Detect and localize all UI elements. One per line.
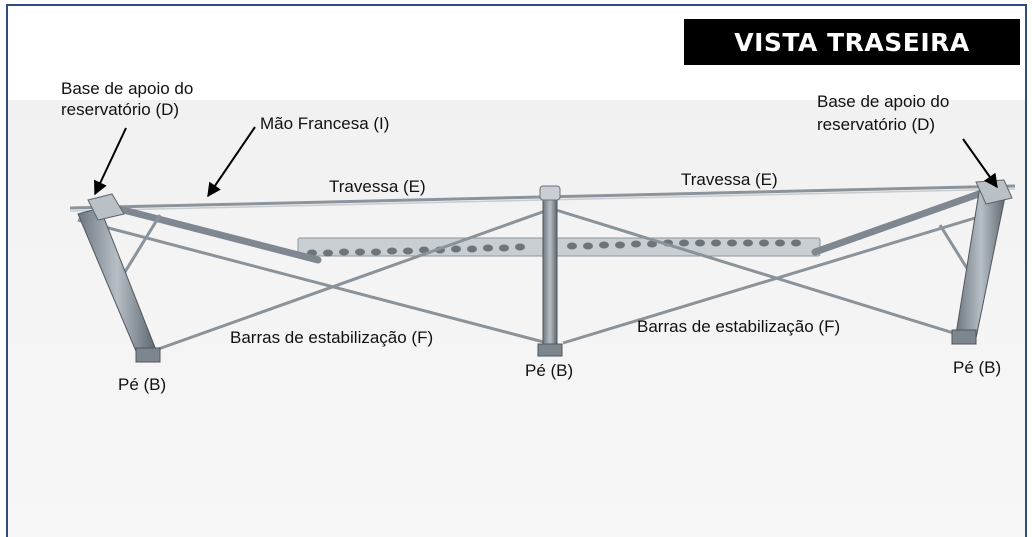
arrow-mao-francesa [207, 126, 256, 198]
label-base-right-line1: Base de apoio do [817, 92, 950, 111]
label-pe-center: Pé (B) [525, 361, 574, 380]
photo-background [8, 100, 1025, 537]
arrow-base-right [962, 138, 998, 189]
label-base-left-line1: Base de apoio do [61, 79, 194, 98]
mao-francesa-braces [96, 186, 994, 264]
label-barras-right: Barras de estabilização (F) [637, 317, 841, 336]
label-travessa-right: Travessa (E) [681, 170, 778, 189]
perforated-rail [297, 237, 821, 257]
label-base-left-line2: reservatório (D) [61, 100, 180, 119]
leg-center [537, 185, 563, 357]
label-pe-left: Pé (B) [118, 375, 167, 394]
leg-right [951, 185, 1007, 345]
figure-frame [6, 4, 1027, 537]
stabilization-bars [77, 208, 986, 354]
label-base-right-line2: reservatório (D) [817, 115, 936, 134]
label-travessa-left: Travessa (E) [329, 177, 426, 196]
pointer-arrows [94, 126, 998, 198]
view-title: VISTA TRASEIRA [684, 19, 1020, 65]
label-barras-left: Barras de estabilização (F) [230, 328, 434, 347]
label-pe-right: Pé (B) [953, 358, 1002, 377]
label-mao-francesa: Mão Francesa (I) [260, 114, 390, 133]
arrow-base-left [94, 127, 127, 196]
tank-base-left [87, 193, 125, 221]
